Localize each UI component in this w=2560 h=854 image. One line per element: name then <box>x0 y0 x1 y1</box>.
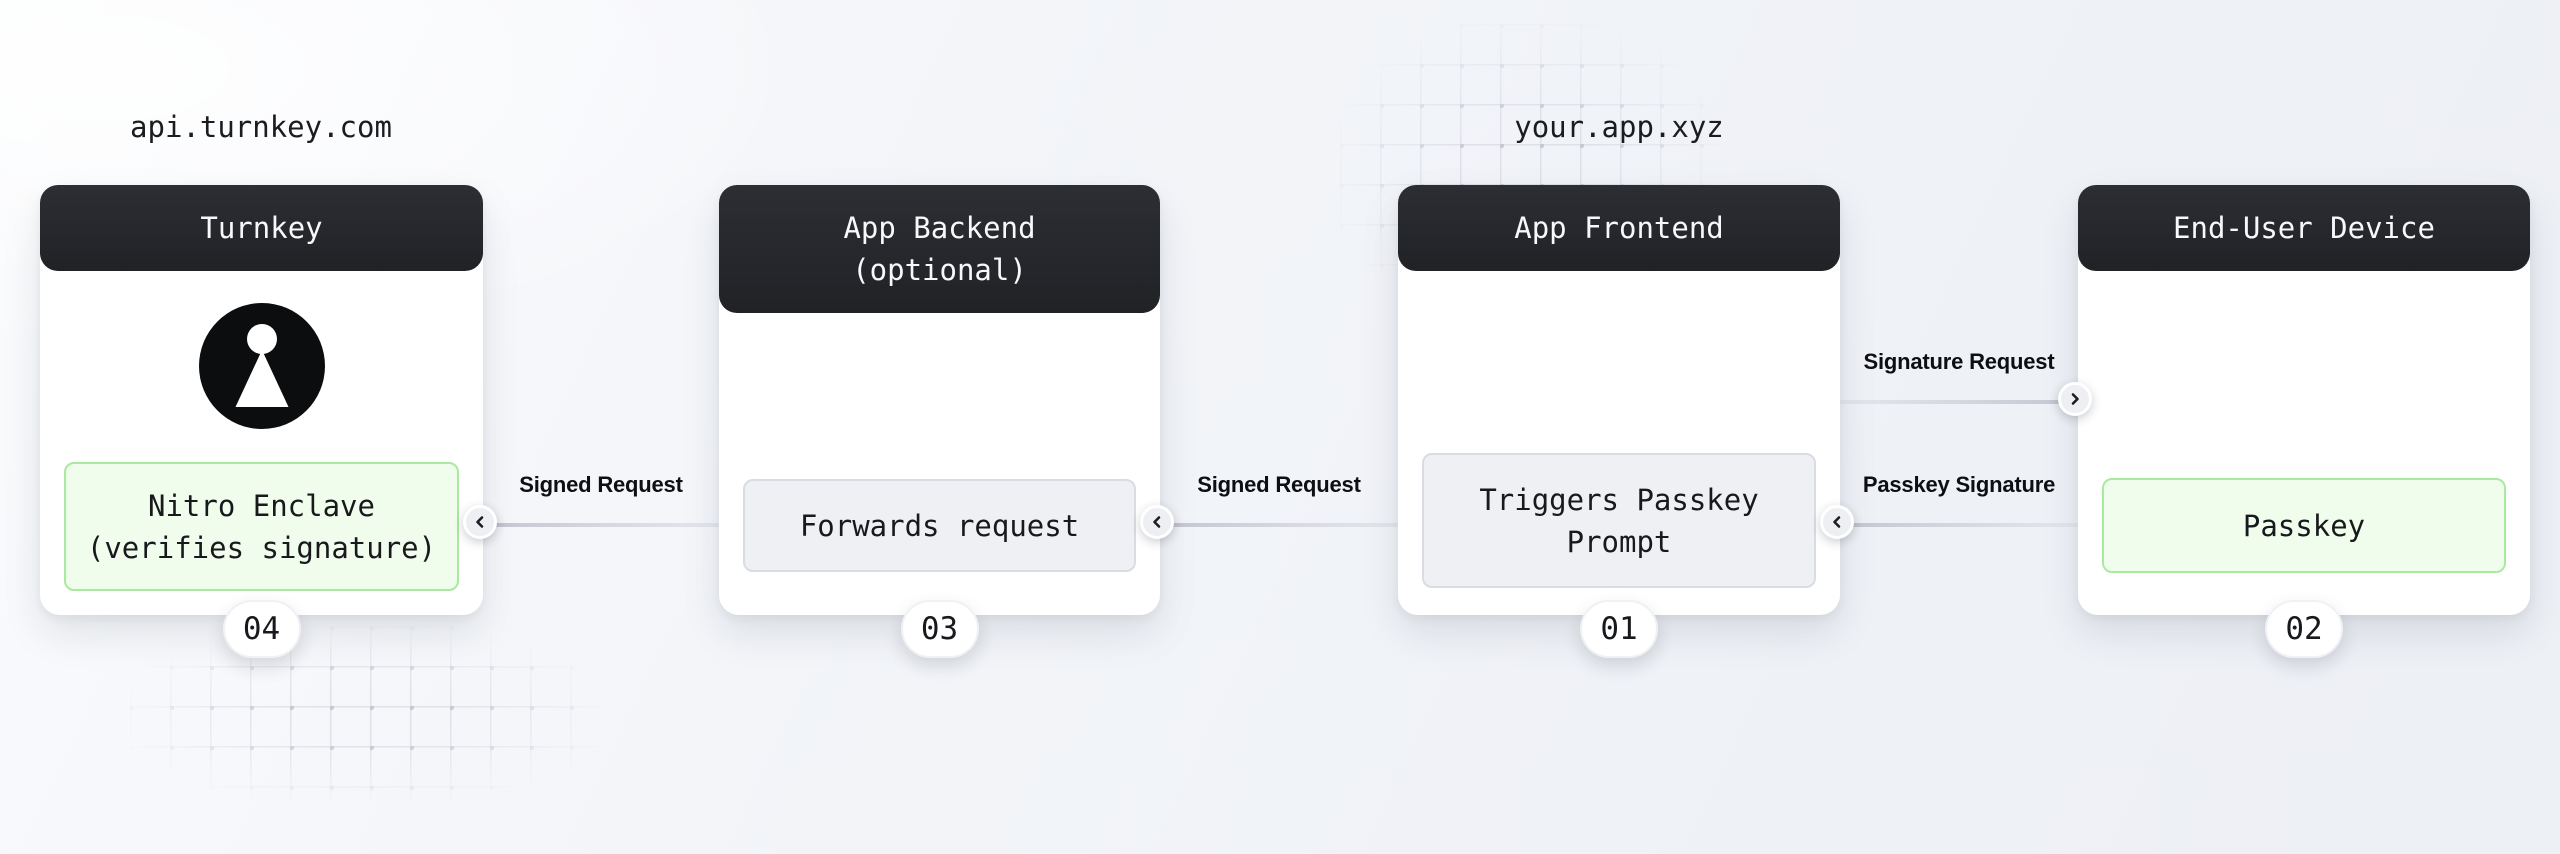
chevron-left-icon <box>476 516 484 528</box>
connector-label-signed-request-1: Signed Request <box>519 472 683 497</box>
card-app-frontend-header: App Frontend <box>1398 185 1840 271</box>
arrow-node-to-app-backend <box>1140 505 1174 539</box>
nitro-enclave-box: Nitro Enclave (verifies signature) <box>64 462 459 591</box>
connector-label-passkey-signature: Passkey Signature <box>1862 472 2056 497</box>
card-app-backend: App Backend (optional) Forwards request … <box>719 185 1160 658</box>
card-app-backend-header: App Backend (optional) <box>719 185 1160 313</box>
domain-label-api-turnkey: api.turnkey.com <box>130 110 392 144</box>
arrow-node-to-app-frontend <box>1820 505 1854 539</box>
card-turnkey: Turnkey Nitro Enclave (verifies signatur… <box>40 185 483 658</box>
domain-label-your-app: your.app.xyz <box>1514 110 1724 144</box>
connector-label-signature-request: Signature Request <box>1863 349 2055 374</box>
step-badge-02: 02 <box>2265 600 2343 658</box>
passkey-box: Passkey <box>2102 478 2506 573</box>
forwards-request-box: Forwards request <box>743 479 1136 572</box>
arrow-node-to-end-user-device <box>2058 382 2092 416</box>
dot-grid-decoration <box>130 626 600 801</box>
step-badge-03: 03 <box>900 600 979 658</box>
chevron-right-icon <box>2071 393 2079 405</box>
forwards-request-box-text: Forwards request <box>799 508 1080 543</box>
card-turnkey-header: Turnkey <box>40 185 483 271</box>
chevron-left-icon <box>1833 516 1841 528</box>
connector-label-signed-request-2: Signed Request <box>1197 472 1361 497</box>
triggers-passkey-box: Triggers Passkey Prompt <box>1422 453 1816 588</box>
triggers-passkey-box-text: Triggers Passkey Prompt <box>1479 482 1759 559</box>
card-end-user-device: End-User Device Passkey 02 <box>2078 185 2530 658</box>
connector-line <box>1839 523 2078 527</box>
nitro-enclave-box-text: Nitro Enclave (verifies signature) <box>86 488 437 565</box>
connector-line <box>1160 523 1398 527</box>
step-badge-01: 01 <box>1580 600 1658 658</box>
card-app-frontend: App Frontend Triggers Passkey Prompt 01 <box>1398 185 1840 658</box>
connector-line <box>483 523 719 527</box>
card-app-backend-title: App Backend (optional) <box>843 211 1036 287</box>
arrow-node-to-turnkey <box>463 505 497 539</box>
card-end-user-device-title: End-User Device <box>2173 211 2435 245</box>
passkey-box-text: Passkey <box>2242 508 2366 543</box>
card-end-user-device-header: End-User Device <box>2078 185 2530 271</box>
step-badge-04: 04 <box>222 600 301 658</box>
card-turnkey-title: Turnkey <box>200 211 323 245</box>
connector-line <box>1840 400 2078 404</box>
chevron-left-icon <box>1153 516 1161 528</box>
card-app-frontend-title: App Frontend <box>1514 211 1724 245</box>
turnkey-keyhole-icon <box>198 303 325 429</box>
